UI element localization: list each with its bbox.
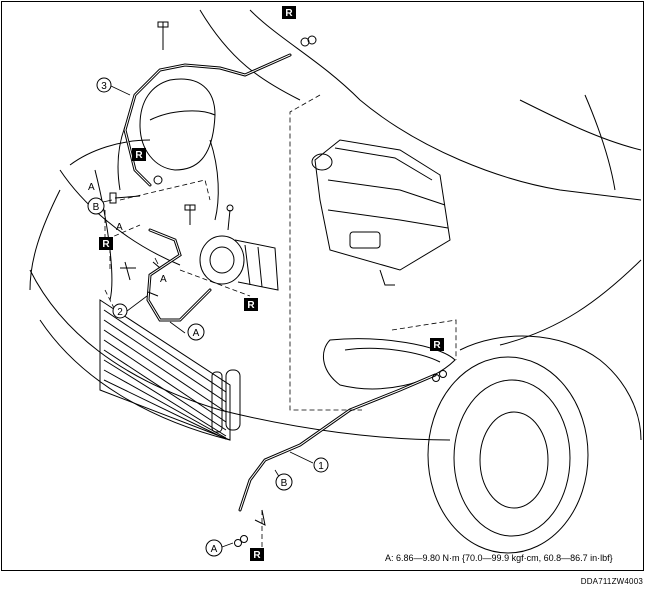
svg-text:R: R bbox=[135, 150, 143, 161]
svg-text:2: 2 bbox=[117, 307, 123, 318]
heater-unit bbox=[311, 139, 451, 286]
o-ring bbox=[153, 175, 163, 185]
bolt-head bbox=[184, 204, 196, 211]
circle-label-b-pipe: B bbox=[275, 473, 293, 491]
label-a-bolt: A bbox=[116, 222, 123, 233]
fasteners bbox=[109, 21, 447, 547]
ac-compressor bbox=[199, 204, 279, 291]
circle-label-a-bottom: A bbox=[205, 539, 223, 557]
condenser bbox=[99, 299, 241, 441]
o-ring bbox=[300, 37, 310, 47]
replace-mark-left: R bbox=[99, 237, 113, 250]
replace-mark-top: R bbox=[282, 6, 296, 19]
svg-text:R: R bbox=[285, 8, 293, 19]
svg-text:3: 3 bbox=[101, 81, 107, 92]
hose-2 bbox=[146, 228, 212, 322]
svg-text:R: R bbox=[253, 550, 261, 561]
piping bbox=[123, 53, 437, 512]
svg-text:R: R bbox=[247, 300, 255, 311]
callout-part-2: 2 bbox=[112, 303, 128, 319]
pipe-1 bbox=[238, 373, 437, 512]
vehicle-body-outline bbox=[29, 9, 642, 554]
torque-specification: A: 6.86—9.80 N·m {70.0—99.9 kgf·cm, 60.8… bbox=[385, 553, 613, 563]
svg-text:A: A bbox=[211, 544, 218, 555]
callout-part-3: 3 bbox=[96, 77, 112, 93]
diagram-frame bbox=[1, 1, 644, 571]
o-ring bbox=[439, 370, 447, 378]
replace-mark-bottom: R bbox=[250, 548, 264, 561]
o-ring bbox=[234, 539, 242, 547]
replace-mark-right: R bbox=[430, 338, 444, 351]
replace-mark-upper-left: R bbox=[132, 148, 146, 161]
bolt-head bbox=[157, 21, 169, 28]
svg-text:B: B bbox=[281, 478, 288, 489]
circle-label-b-left: B bbox=[87, 197, 105, 215]
o-ring bbox=[307, 35, 317, 45]
callout-part-1: 1 bbox=[313, 457, 329, 473]
svg-text:R: R bbox=[433, 340, 441, 351]
svg-text:B: B bbox=[93, 202, 100, 213]
svg-text:A: A bbox=[193, 328, 200, 339]
bolt-head bbox=[109, 192, 117, 204]
replace-mark-compressor: R bbox=[244, 298, 258, 311]
svg-text:R: R bbox=[102, 239, 110, 250]
o-ring bbox=[432, 374, 440, 382]
svg-text:1: 1 bbox=[318, 461, 324, 472]
label-a-left: A bbox=[88, 182, 95, 193]
label-a-compressor: A bbox=[160, 274, 167, 285]
figure-code: DDA711ZW4003 bbox=[580, 577, 643, 586]
pipe-3 bbox=[123, 53, 292, 187]
circle-label-a-hose: A bbox=[187, 323, 205, 341]
o-ring bbox=[240, 535, 248, 543]
